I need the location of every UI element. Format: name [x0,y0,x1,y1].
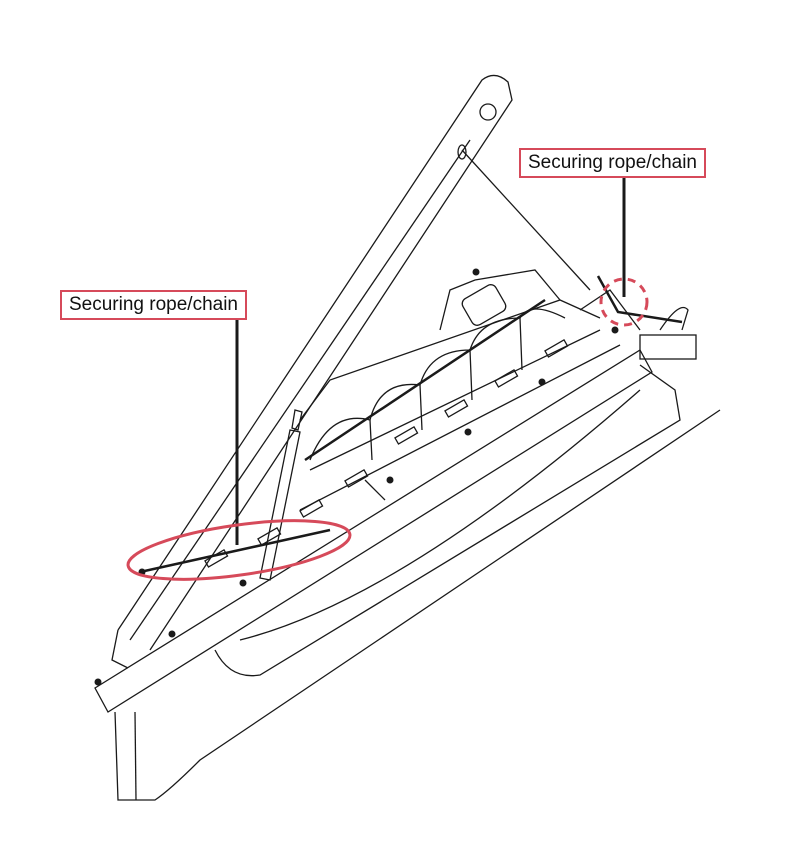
left-callout-label: Securing rope/chain [60,290,247,320]
rail-bar [94,289,697,713]
ground [114,409,721,801]
right-callout-label: Securing rope/chain [519,148,706,178]
strut [259,409,386,581]
fixing-points [94,268,619,686]
right-highlight-circle [599,277,649,327]
left-securing-rope [139,528,331,574]
right-securing-rope [596,275,683,324]
left-highlight-ellipse [126,519,352,581]
hull [214,269,681,677]
davit-arm [111,74,591,669]
canopy [204,308,621,568]
